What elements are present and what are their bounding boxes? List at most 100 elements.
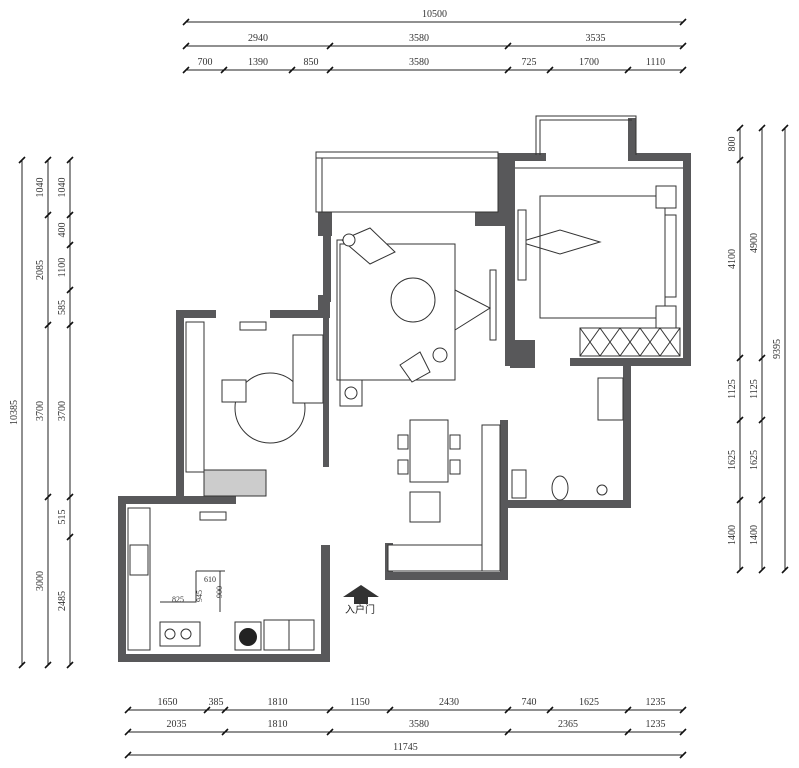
dimension-line <box>504 42 512 50</box>
dimension-label: 1150 <box>350 697 370 708</box>
dimension-label: 2085 <box>35 260 46 280</box>
walls <box>118 118 691 662</box>
dimension-line <box>44 321 52 329</box>
dimension-label: 1125 <box>749 379 760 399</box>
dimension-line <box>736 354 744 362</box>
dimension-line <box>624 728 632 736</box>
dimension-label: 400 <box>57 223 68 238</box>
dimension-label: 1040 <box>35 178 46 198</box>
dimension-line <box>66 241 74 249</box>
dimension-label: 385 <box>209 697 224 708</box>
dimension-line <box>203 706 211 714</box>
dimension-line <box>679 42 687 50</box>
dimension-label: 2430 <box>439 697 459 708</box>
dimension-line <box>679 728 687 736</box>
dimension-line <box>44 211 52 219</box>
dimension-line <box>124 751 132 759</box>
dining-table <box>409 419 449 483</box>
dimension-label: 1125 <box>727 379 738 399</box>
dimension-label: 4100 <box>727 249 738 269</box>
kitchen-dim: 945 <box>195 590 204 602</box>
entrance-label: 入户门 <box>345 603 375 616</box>
dimension-line <box>758 354 766 362</box>
dimension-line <box>66 156 74 164</box>
dimension-line <box>504 706 512 714</box>
dimension-label: 3535 <box>586 33 606 44</box>
dimension-line <box>736 566 744 574</box>
dimension-label: 2485 <box>57 591 68 611</box>
dimension-line <box>679 751 687 759</box>
dimension-label: 585 <box>57 300 68 315</box>
dimension-line <box>758 496 766 504</box>
dimension-label: 10500 <box>422 9 447 20</box>
dimension-line <box>66 211 74 219</box>
dimension-line <box>679 706 687 714</box>
kitchen-dim: 900 <box>215 586 224 598</box>
dimension-label: 1625 <box>727 450 738 470</box>
dimension-line <box>679 66 687 74</box>
dimension-label: 9395 <box>772 339 783 359</box>
dimension-label: 11745 <box>393 742 418 753</box>
dimension-line <box>386 706 394 714</box>
kitchen-dim: 825 <box>172 595 184 604</box>
dimension-label: 1400 <box>727 525 738 545</box>
dimension-label: 1110 <box>646 57 665 68</box>
dimension-line <box>679 18 687 26</box>
dimension-line <box>326 728 334 736</box>
dimension-label: 3700 <box>57 401 68 421</box>
dimension-label: 2365 <box>558 719 578 730</box>
dimension-line <box>758 566 766 574</box>
dimension-line <box>781 124 789 132</box>
dimension-label: 1625 <box>749 450 760 470</box>
dimension-label: 725 <box>522 57 537 68</box>
dimension-label: 1810 <box>268 719 288 730</box>
dimension-line <box>66 321 74 329</box>
dimension-line <box>781 566 789 574</box>
dimension-line <box>624 66 632 74</box>
balconies <box>315 115 683 213</box>
dimension-label: 3000 <box>35 571 46 591</box>
dimension-label: 2035 <box>167 719 187 730</box>
dimension-line <box>221 706 229 714</box>
dimension-line <box>220 66 228 74</box>
dimension-line <box>504 728 512 736</box>
dimension-line <box>44 493 52 501</box>
dimension-label: 1235 <box>646 697 666 708</box>
dimension-line <box>736 156 744 164</box>
dimension-line <box>624 706 632 714</box>
dimension-label: 3580 <box>409 719 429 730</box>
dimension-line <box>504 66 512 74</box>
dimension-label: 3580 <box>409 57 429 68</box>
dimension-label: 1625 <box>579 697 599 708</box>
dimension-line <box>66 661 74 669</box>
dimension-line <box>758 124 766 132</box>
dimension-line <box>18 156 26 164</box>
dimension-label: 1650 <box>158 697 178 708</box>
dimension-line <box>221 728 229 736</box>
dimension-label: 1100 <box>57 258 68 278</box>
dimension-line <box>546 66 554 74</box>
dimension-label: 3580 <box>409 33 429 44</box>
dimension-line <box>546 706 554 714</box>
dimension-label: 515 <box>57 510 68 525</box>
dimension-line <box>66 493 74 501</box>
dimension-label: 4900 <box>749 233 760 253</box>
dimension-line <box>736 124 744 132</box>
dimension-label: 1700 <box>579 57 599 68</box>
dimension-line <box>736 496 744 504</box>
entrance-arrow-icon <box>343 585 379 604</box>
kitchen-dim: 610 <box>204 575 216 584</box>
dimension-label: 1400 <box>749 525 760 545</box>
dimension-label: 1040 <box>57 178 68 198</box>
dimension-label: 1390 <box>248 57 268 68</box>
dimension-line <box>44 661 52 669</box>
dimension-line <box>182 18 190 26</box>
dimension-line <box>758 416 766 424</box>
dimension-label: 740 <box>522 697 537 708</box>
dimension-label: 1235 <box>646 719 666 730</box>
dimension-line <box>66 286 74 294</box>
dimension-label: 700 <box>198 57 213 68</box>
dimension-line <box>326 706 334 714</box>
